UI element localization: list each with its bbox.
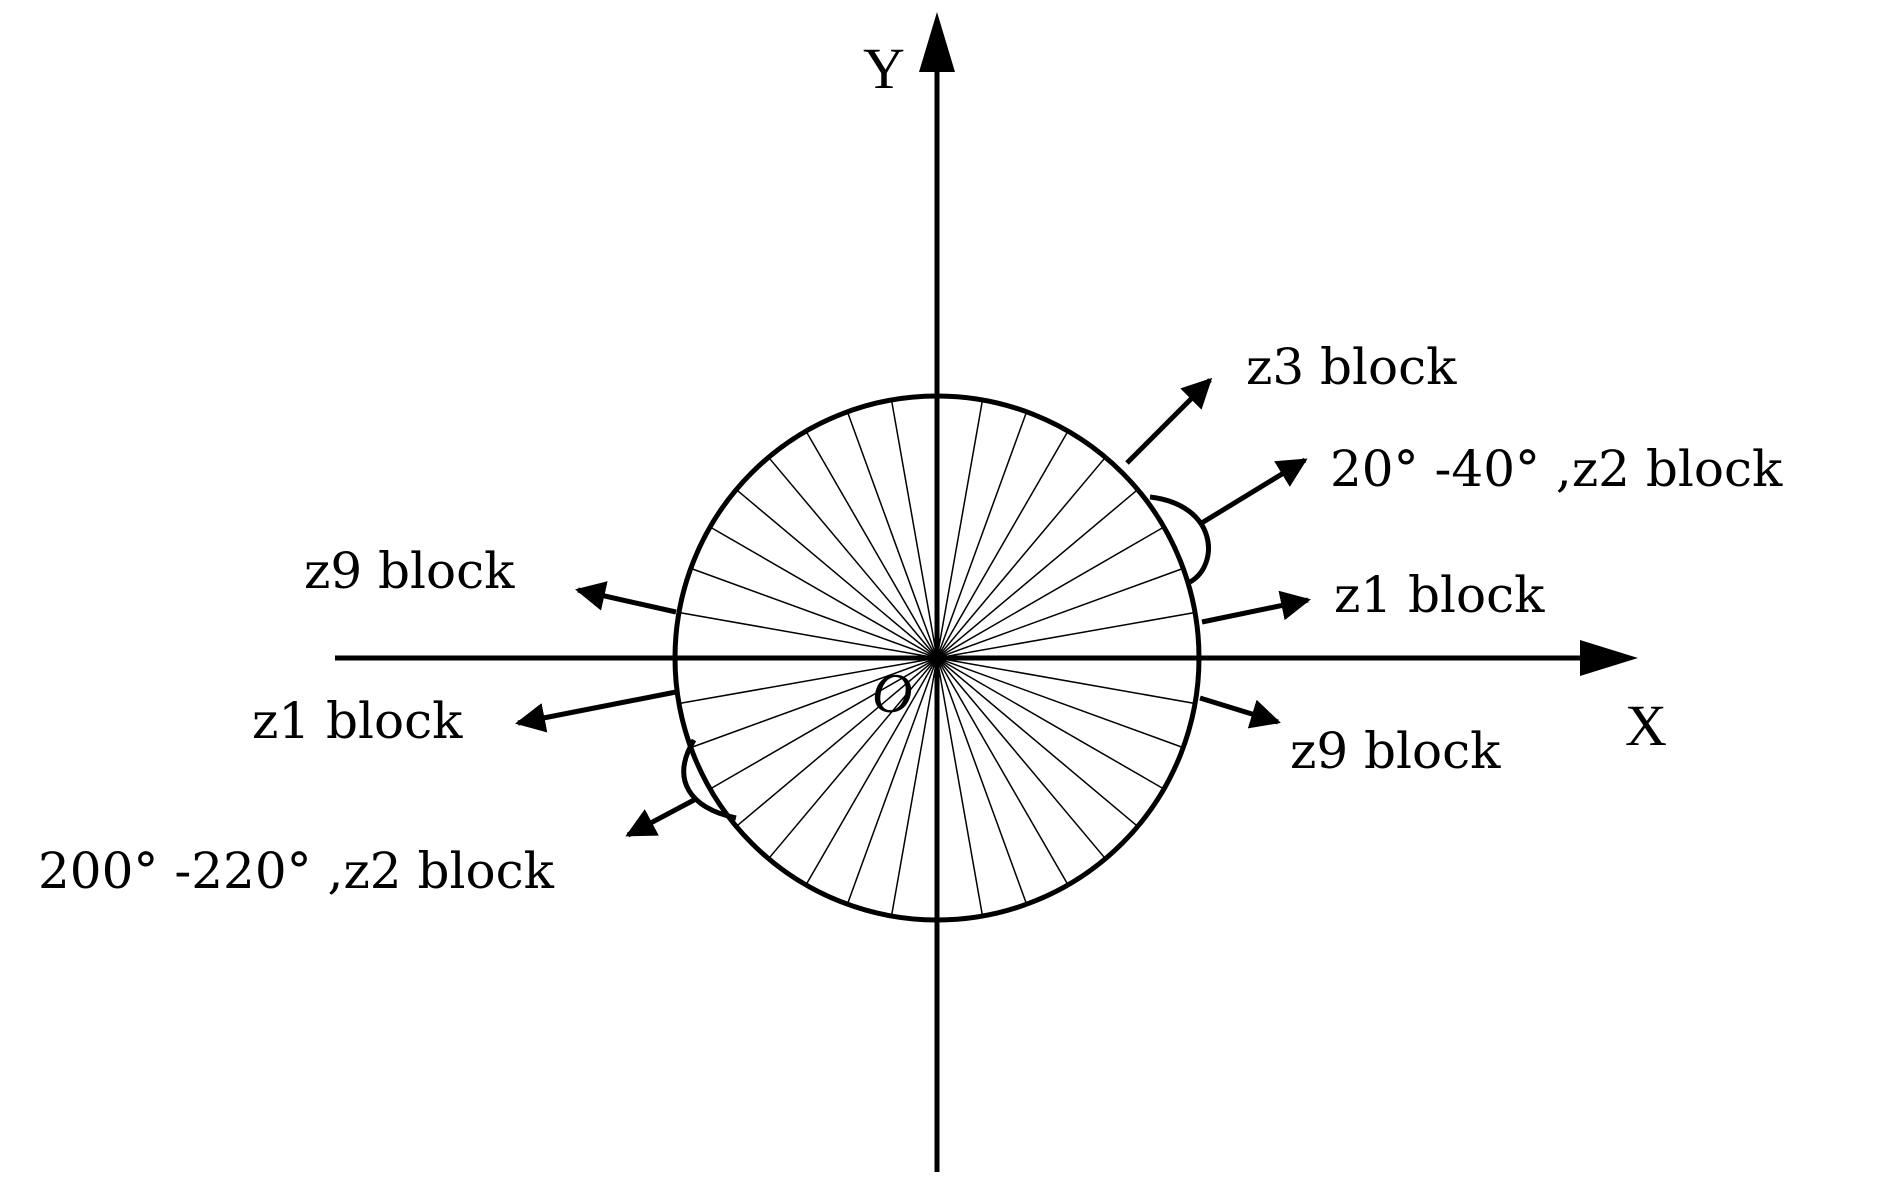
z9-block-right-label: z9 block (1290, 722, 1501, 780)
z2-bump-upper-right (1149, 494, 1211, 585)
z1-left-pointer-arrow (515, 689, 677, 733)
z1-block-left-label: z1 block (252, 692, 463, 750)
z2-lower-pointer-arrow (625, 797, 696, 838)
origin-label: O (872, 663, 912, 725)
x-axis-arrowhead (1580, 640, 1638, 676)
z3-pointer-arrow (1125, 377, 1213, 465)
z9-left-pointer-arrow (575, 581, 677, 615)
z1-right-pointer-arrow (1201, 590, 1311, 625)
z9-right-pointer-arrow (1199, 695, 1281, 729)
y-axis-label: Y (863, 36, 905, 101)
z2-upper-pointer-arrow (1198, 457, 1308, 527)
z9-block-left-label: z9 block (304, 542, 515, 600)
x-axis-label: X (1625, 693, 1667, 758)
z3-block-label: z3 block (1246, 338, 1457, 396)
z2-block-lower-label: 200° -220° ,z2 block (38, 842, 555, 900)
y-axis-arrowhead (919, 12, 955, 72)
z1-block-right-label: z1 block (1334, 566, 1545, 624)
z2-block-upper-label: 20° -40° ,z2 block (1330, 440, 1783, 498)
z2-bump-lower-left (681, 738, 737, 821)
